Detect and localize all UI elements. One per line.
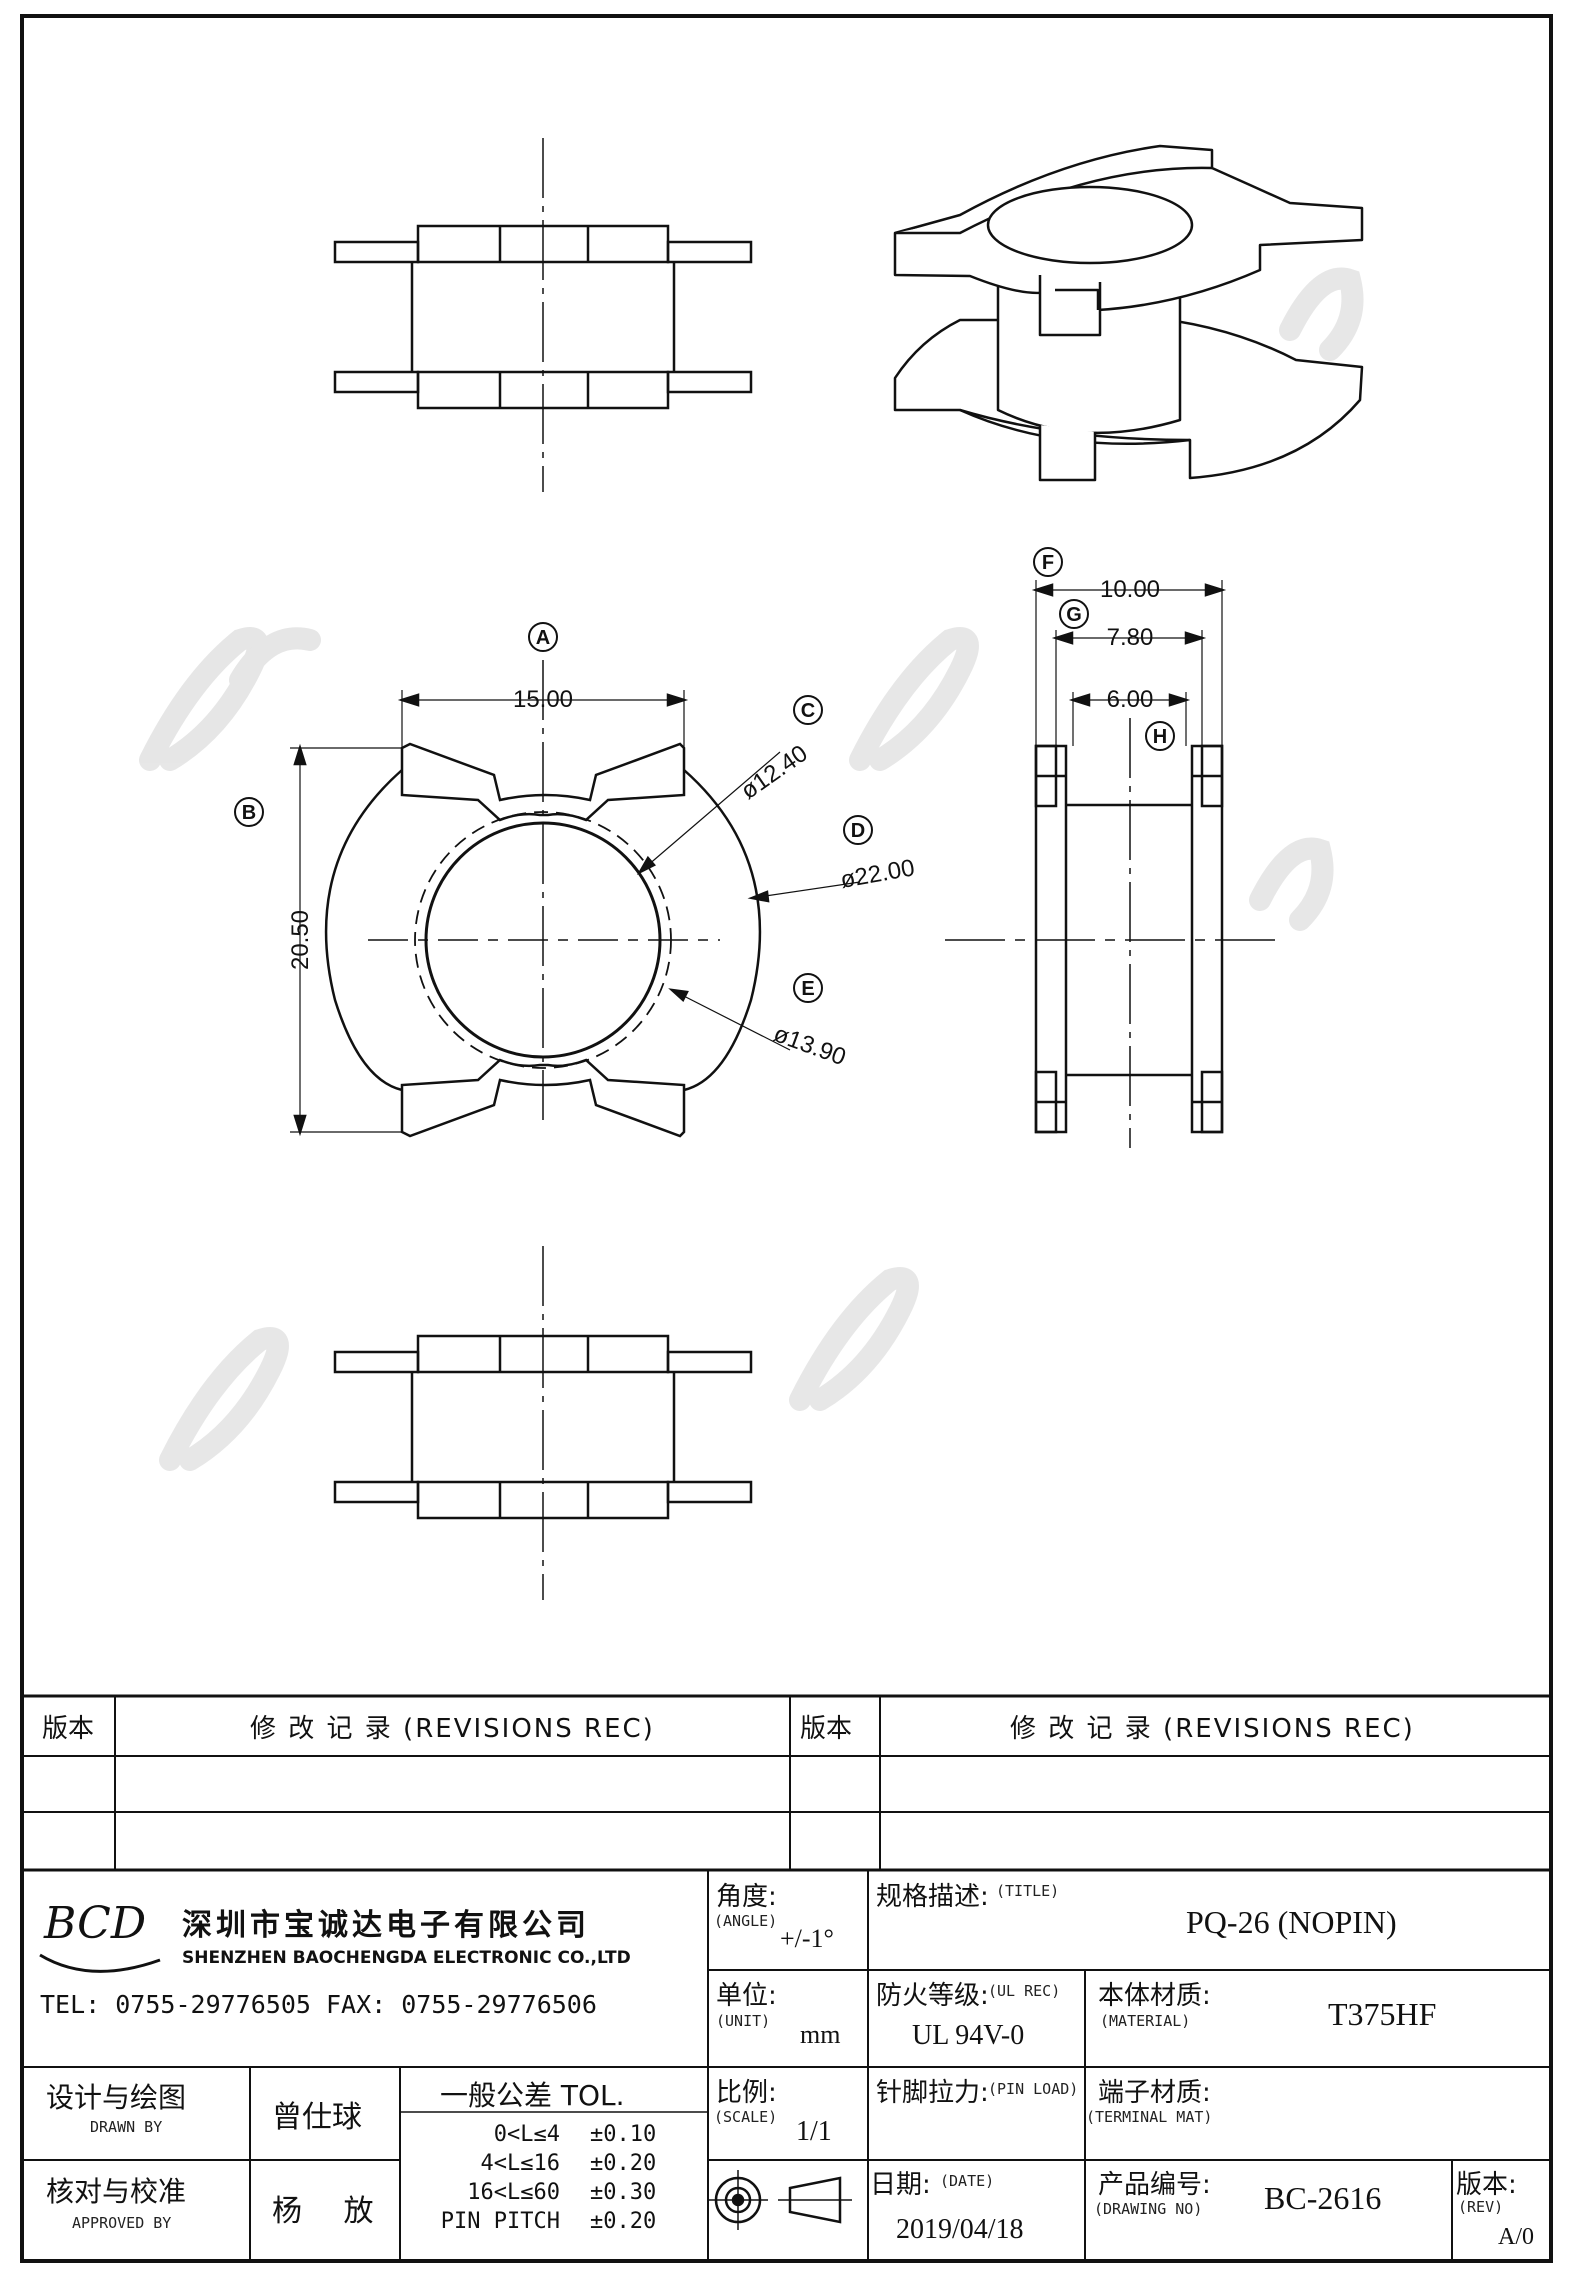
- dim-width: 15.00: [513, 686, 573, 713]
- svg-text:B: B: [242, 802, 256, 824]
- rev-label: 版本:: [1456, 2170, 1517, 2200]
- drawing-no-value: BC-2616: [1264, 2180, 1382, 2216]
- marker-e: E: [793, 973, 823, 1003]
- approved-name: 杨 放: [272, 2194, 390, 2229]
- date-label: 日期:: [870, 2170, 931, 2200]
- date-sub: (DATE): [940, 2172, 995, 2190]
- dim-height: 20.50: [287, 910, 314, 970]
- marker-d: D: [843, 815, 873, 845]
- title-block-grid: [22, 1694, 1551, 2261]
- top-side-view: [333, 138, 753, 492]
- svg-text:H: H: [1153, 726, 1167, 748]
- marker-h: H: [1145, 721, 1175, 751]
- tolerance-row: 4<L≤16 ±0.20: [420, 2151, 700, 2180]
- approved-sub: APPROVED BY: [72, 2214, 172, 2232]
- unit-label: 单位:: [716, 1981, 777, 2011]
- unit-value: mm: [800, 2020, 841, 2049]
- terminal-sub: (TERMINAL MAT): [1086, 2108, 1213, 2126]
- material-label: 本体材质:: [1098, 1981, 1211, 2011]
- dim-width-g: 7.80: [1107, 624, 1154, 651]
- title-value: PQ-26 (NOPIN): [1186, 1904, 1397, 1940]
- pin-load-label: 针脚拉力:: [876, 2078, 989, 2108]
- svg-text:E: E: [801, 978, 814, 1000]
- dim-diameter-c: ø12.40: [736, 740, 813, 805]
- marker-a: A: [528, 622, 558, 652]
- bottom-side-view: [333, 1246, 753, 1600]
- tolerance-table: 0<L≤4 ±0.10 4<L≤16 ±0.20 16<L≤60 ±0.30 P…: [420, 2122, 700, 2238]
- projection-symbol: [708, 2170, 852, 2230]
- approved-label: 核对与校准: [46, 2175, 187, 2208]
- dim-width-f: 10.00: [1100, 576, 1160, 603]
- rev-version-label-left: 版本: [42, 1714, 95, 1744]
- front-view: [290, 660, 861, 1138]
- marker-b: B: [234, 797, 264, 827]
- isometric-view: [893, 144, 1364, 482]
- dim-width-h: 6.00: [1107, 686, 1154, 713]
- date-value: 2019/04/18: [896, 2214, 1024, 2245]
- dim-diameter-e: ø13.90: [770, 1020, 849, 1071]
- svg-text:G: G: [1066, 604, 1082, 626]
- side-view: [945, 580, 1285, 1148]
- svg-text:F: F: [1042, 552, 1054, 574]
- tolerance-value: ±0.20: [590, 2151, 657, 2176]
- ul-value: UL 94V-0: [912, 2020, 1025, 2051]
- pin-load-sub: (PIN LOAD): [988, 2080, 1079, 2098]
- marker-f: F: [1033, 547, 1063, 577]
- drawing-border: [20, 14, 1553, 2263]
- angle-label: 角度:: [716, 1882, 777, 1912]
- material-sub: (MATERIAL): [1100, 2012, 1191, 2030]
- drawn-sub: DRAWN BY: [90, 2118, 163, 2136]
- tolerance-value: ±0.30: [590, 2180, 657, 2205]
- drawing-no-label: 产品编号:: [1098, 2170, 1211, 2200]
- title-sub: (TITLE): [996, 1882, 1060, 1900]
- company-logo: BCD: [44, 1898, 147, 1949]
- watermark-group: [139, 267, 1364, 1471]
- dim-diameter-d: ø22.00: [838, 854, 916, 894]
- tolerance-value: ±0.20: [590, 2209, 657, 2234]
- tolerance-range: 16<L≤60: [467, 2180, 560, 2205]
- company-name-en: SHENZHEN BAOCHENGDA ELECTRONIC CO.,LTD: [182, 1948, 631, 1968]
- tolerance-value: ±0.10: [590, 2122, 657, 2147]
- scale-sub: (SCALE): [714, 2108, 778, 2126]
- tolerance-range: 4<L≤16: [480, 2151, 560, 2176]
- material-value: T375HF: [1328, 1996, 1437, 2032]
- drawn-label: 设计与绘图: [46, 2081, 187, 2114]
- rev-records-label-right: 修 改 记 录 (REVISIONS REC): [1010, 1714, 1415, 1744]
- angle-value: +/-1°: [780, 1924, 834, 1953]
- rev-sub: (REV): [1458, 2198, 1504, 2216]
- angle-sub: (ANGLE): [714, 1912, 778, 1930]
- marker-c: C: [793, 695, 823, 725]
- tolerance-title: 一般公差 TOL.: [440, 2079, 625, 2112]
- tolerance-range: 0<L≤4: [493, 2122, 560, 2147]
- ul-label: 防火等级:: [876, 1981, 989, 2011]
- ul-sub: (UL REC): [988, 1982, 1061, 2000]
- tolerance-row: 16<L≤60 ±0.30: [420, 2180, 700, 2209]
- rev-records-label-left: 修 改 记 录 (REVISIONS REC): [250, 1714, 655, 1744]
- drawn-name: 曾仕球: [272, 2100, 362, 2135]
- tolerance-row: PIN PITCH ±0.20: [420, 2209, 700, 2238]
- unit-sub: (UNIT): [716, 2012, 771, 2030]
- title-label: 规格描述:: [876, 1882, 989, 1912]
- tolerance-range: PIN PITCH: [440, 2209, 560, 2234]
- drawing-no-sub: (DRAWING NO): [1094, 2200, 1203, 2218]
- svg-text:C: C: [801, 700, 815, 722]
- company-name-cn: 深圳市宝诚达电子有限公司: [182, 1908, 590, 1943]
- terminal-label: 端子材质:: [1098, 2078, 1211, 2108]
- tolerance-row: 0<L≤4 ±0.10: [420, 2122, 700, 2151]
- logo-swoosh: [39, 1953, 161, 1973]
- svg-text:A: A: [536, 627, 550, 649]
- marker-g: G: [1059, 599, 1089, 629]
- rev-value: A/0: [1498, 2224, 1534, 2250]
- svg-text:D: D: [851, 820, 865, 842]
- scale-value: 1/1: [796, 2116, 832, 2147]
- company-contact: TEL: 0755-29776505 FAX: 0755-29776506: [40, 1990, 597, 2019]
- rev-version-label-right: 版本: [800, 1714, 853, 1744]
- scale-label: 比例:: [716, 2078, 777, 2108]
